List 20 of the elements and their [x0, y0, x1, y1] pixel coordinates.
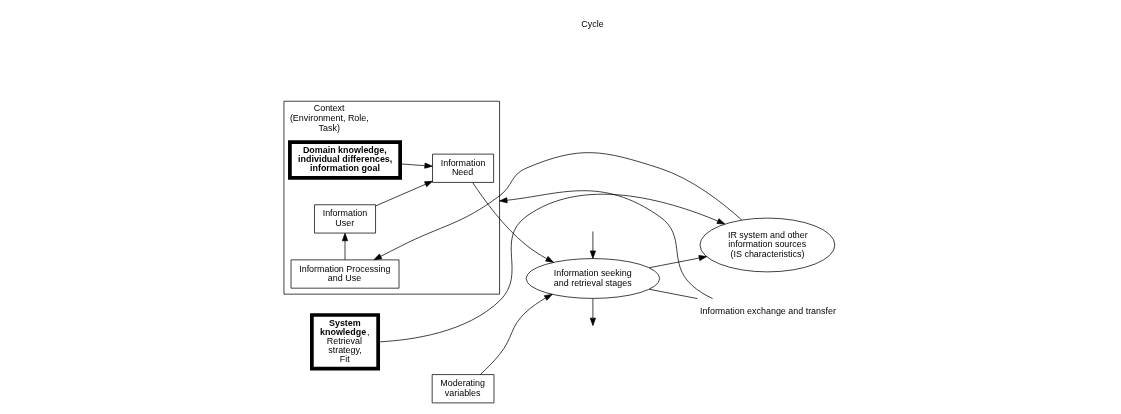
arrow — [342, 232, 348, 261]
arrow — [479, 294, 553, 375]
node-box: Information User — [314, 204, 376, 234]
arrow — [472, 182, 554, 263]
arrow — [373, 152, 743, 261]
arrow — [648, 255, 707, 269]
node-box: Moderating variables — [431, 374, 495, 404]
node-box: Information Processing and Use — [290, 259, 400, 289]
node-box: System knowledge, Retrieval strategy, Fit — [310, 313, 381, 371]
node-box: Domain knowledge, individual differences, information goal — [288, 140, 402, 180]
node-box: Information Need — [432, 153, 494, 183]
node-text: Information exchange and transfer — [700, 306, 836, 317]
arrow — [589, 231, 596, 259]
label: Cycle — [581, 18, 604, 29]
arrow — [499, 190, 713, 299]
arrow — [375, 180, 433, 207]
arrow — [378, 193, 726, 343]
arrow — [399, 162, 433, 169]
arrow — [589, 298, 596, 326]
connector — [648, 288, 698, 299]
